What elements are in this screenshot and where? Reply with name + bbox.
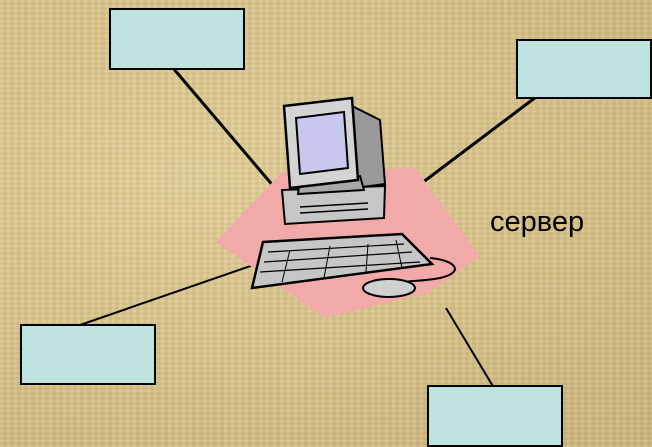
connector-line-right <box>417 95 537 188</box>
server-label: сервер <box>490 206 585 238</box>
connector-line-bottom <box>445 307 495 389</box>
connector-line-top <box>171 67 277 189</box>
computer-icon <box>250 96 456 298</box>
network-node-right <box>516 39 652 99</box>
network-node-bottom <box>427 385 563 447</box>
network-node-top <box>109 8 245 70</box>
connector-line-left <box>79 261 263 326</box>
network-node-left <box>20 324 156 385</box>
